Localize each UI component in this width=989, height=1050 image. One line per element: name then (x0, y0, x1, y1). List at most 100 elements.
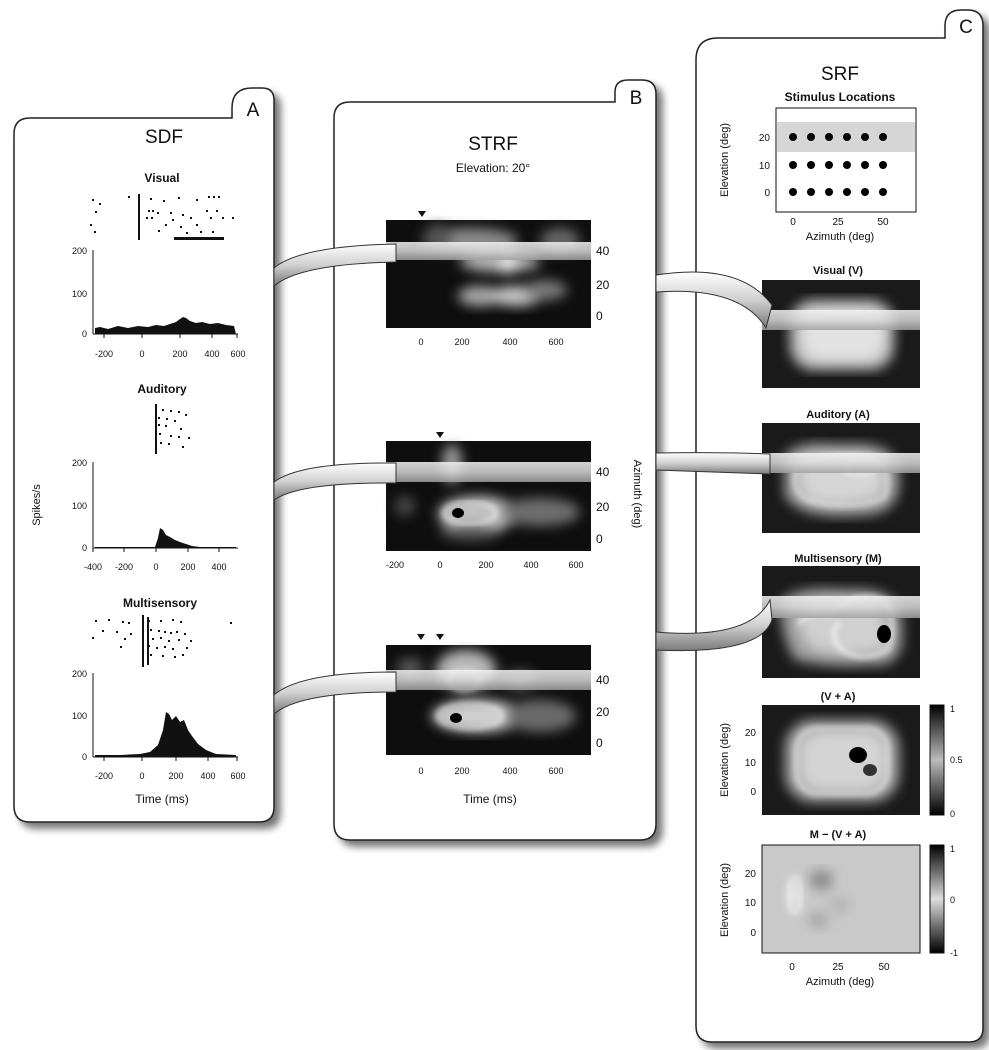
svg-text:-400: -400 (84, 562, 102, 572)
svg-text:-200: -200 (386, 560, 404, 570)
sdf-trace (95, 528, 236, 548)
svg-text:0.5: 0.5 (950, 755, 963, 765)
svg-text:200: 200 (172, 349, 187, 359)
svg-text:-200: -200 (115, 562, 133, 572)
strf-plot-visual: 40 20 0 0 200 400 600 (386, 211, 610, 347)
sdf-yticks: 200 100 0 (72, 246, 87, 339)
stimulus-dots (789, 133, 887, 196)
svg-text:0: 0 (418, 766, 423, 776)
stim-onset-marker (417, 634, 425, 640)
stim-onset-marker (418, 211, 426, 217)
strf-xticks: 0 200 400 600 (418, 337, 563, 347)
svg-text:40: 40 (596, 673, 610, 687)
colorbar-diff (929, 844, 945, 954)
connector-tubes (273, 243, 773, 716)
svg-text:20: 20 (745, 728, 757, 739)
panel-b-tag: B (630, 88, 643, 109)
panel-b-title: STRF (468, 134, 518, 155)
panel-c-tag: C (959, 17, 973, 38)
strf-xticks: 0 200 400 600 (418, 766, 563, 776)
svg-text:200: 200 (478, 560, 493, 570)
svg-text:25: 25 (832, 962, 844, 973)
stim-xlabel: Azimuth (deg) (806, 231, 874, 243)
svg-text:200: 200 (72, 246, 87, 256)
panel-b-ylabel: Azimuth (deg) (631, 460, 643, 528)
sdf-plot-title: Auditory (137, 382, 187, 396)
svg-text:600: 600 (230, 771, 245, 781)
svg-text:0: 0 (418, 337, 423, 347)
srf-map-auditory: Auditory (A) (762, 409, 920, 533)
svg-text:0: 0 (596, 532, 603, 546)
svg-text:0: 0 (950, 809, 955, 819)
srf-map-visual: Visual (V) (762, 265, 920, 388)
colorbar-sum (929, 704, 945, 816)
svg-text:50: 50 (877, 217, 889, 228)
sdf-yticks: 200 100 0 (72, 458, 87, 553)
stim-xticks: 0 25 50 (790, 217, 889, 228)
svg-text:200: 200 (180, 562, 195, 572)
connector-b3-c3 (655, 598, 773, 652)
colorbar-ticks: 1 0.5 0 (950, 704, 963, 819)
panel-a-ylabel: Spikes/s (31, 484, 43, 526)
sum-ylabel: Elevation (deg) (719, 723, 731, 797)
srf-map-title: M − (V + A) (810, 829, 867, 841)
sdf-xticks: -200 0 200 400 600 (95, 349, 246, 359)
svg-text:200: 200 (454, 766, 469, 776)
svg-text:0: 0 (139, 771, 144, 781)
svg-text:50: 50 (878, 962, 890, 973)
svg-text:20: 20 (745, 869, 757, 880)
svg-text:200: 200 (168, 771, 183, 781)
svg-text:0: 0 (82, 329, 87, 339)
svg-text:0: 0 (596, 309, 603, 323)
svg-text:0: 0 (139, 349, 144, 359)
svg-text:0: 0 (790, 217, 796, 228)
svg-text:0: 0 (82, 543, 87, 553)
stimulus-locations-plot: Stimulus Locations Elevation (deg) 20 10… (719, 90, 917, 243)
svg-text:0: 0 (153, 562, 158, 572)
panel-b-subtitle: Elevation: 20° (456, 161, 530, 175)
svg-text:10: 10 (745, 898, 757, 909)
svg-text:0: 0 (750, 928, 756, 939)
svg-text:100: 100 (72, 711, 87, 721)
diff-ylabel: Elevation (deg) (719, 863, 731, 937)
stim-onset-marker (436, 432, 444, 438)
svg-text:600: 600 (230, 349, 245, 359)
svg-text:-200: -200 (95, 771, 113, 781)
sdf-plot-multisensory: Multisensory 200 100 0 -200 (72, 596, 246, 781)
svg-text:0: 0 (750, 787, 756, 798)
stim-title: Stimulus Locations (785, 90, 896, 104)
strf-yticks: 40 20 0 (596, 465, 610, 546)
sum-yticks: 20 10 0 (745, 728, 757, 798)
strf-yticks: 40 20 0 (596, 673, 610, 750)
connector-b1-c1 (655, 271, 773, 330)
panel-a-title: SDF (145, 127, 183, 148)
diff-xticks: 0 25 50 (789, 962, 890, 973)
svg-text:0: 0 (764, 188, 770, 199)
sdf-tick-marks (103, 757, 238, 761)
svg-text:200: 200 (72, 458, 87, 468)
raster-spikes (90, 194, 234, 240)
svg-text:600: 600 (548, 337, 563, 347)
sdf-plot-auditory: Auditory 200 100 0 -400 -200 0 200 400 (72, 382, 238, 572)
svg-text:40: 40 (596, 465, 610, 479)
svg-text:20: 20 (596, 278, 610, 292)
svg-text:20: 20 (596, 500, 610, 514)
svg-text:400: 400 (502, 766, 517, 776)
srf-map-title: Auditory (A) (806, 409, 870, 421)
svg-text:0: 0 (437, 560, 442, 570)
sdf-plot-title: Multisensory (123, 596, 197, 610)
svg-text:40: 40 (596, 244, 610, 258)
svg-text:10: 10 (745, 758, 757, 769)
svg-text:0: 0 (789, 962, 795, 973)
sdf-trace (95, 317, 236, 334)
panel-a-tag: A (247, 100, 260, 121)
srf-map-difference: M − (V + A) Elevation (deg) 20 10 0 0 25… (719, 829, 958, 988)
panel-c-title: SRF (821, 64, 859, 85)
svg-text:-200: -200 (95, 349, 113, 359)
sdf-xticks: -200 0 200 400 600 (95, 771, 246, 781)
svg-text:400: 400 (211, 562, 226, 572)
sdf-trace (95, 712, 236, 757)
sdf-tick-marks (103, 334, 238, 338)
svg-text:400: 400 (502, 337, 517, 347)
